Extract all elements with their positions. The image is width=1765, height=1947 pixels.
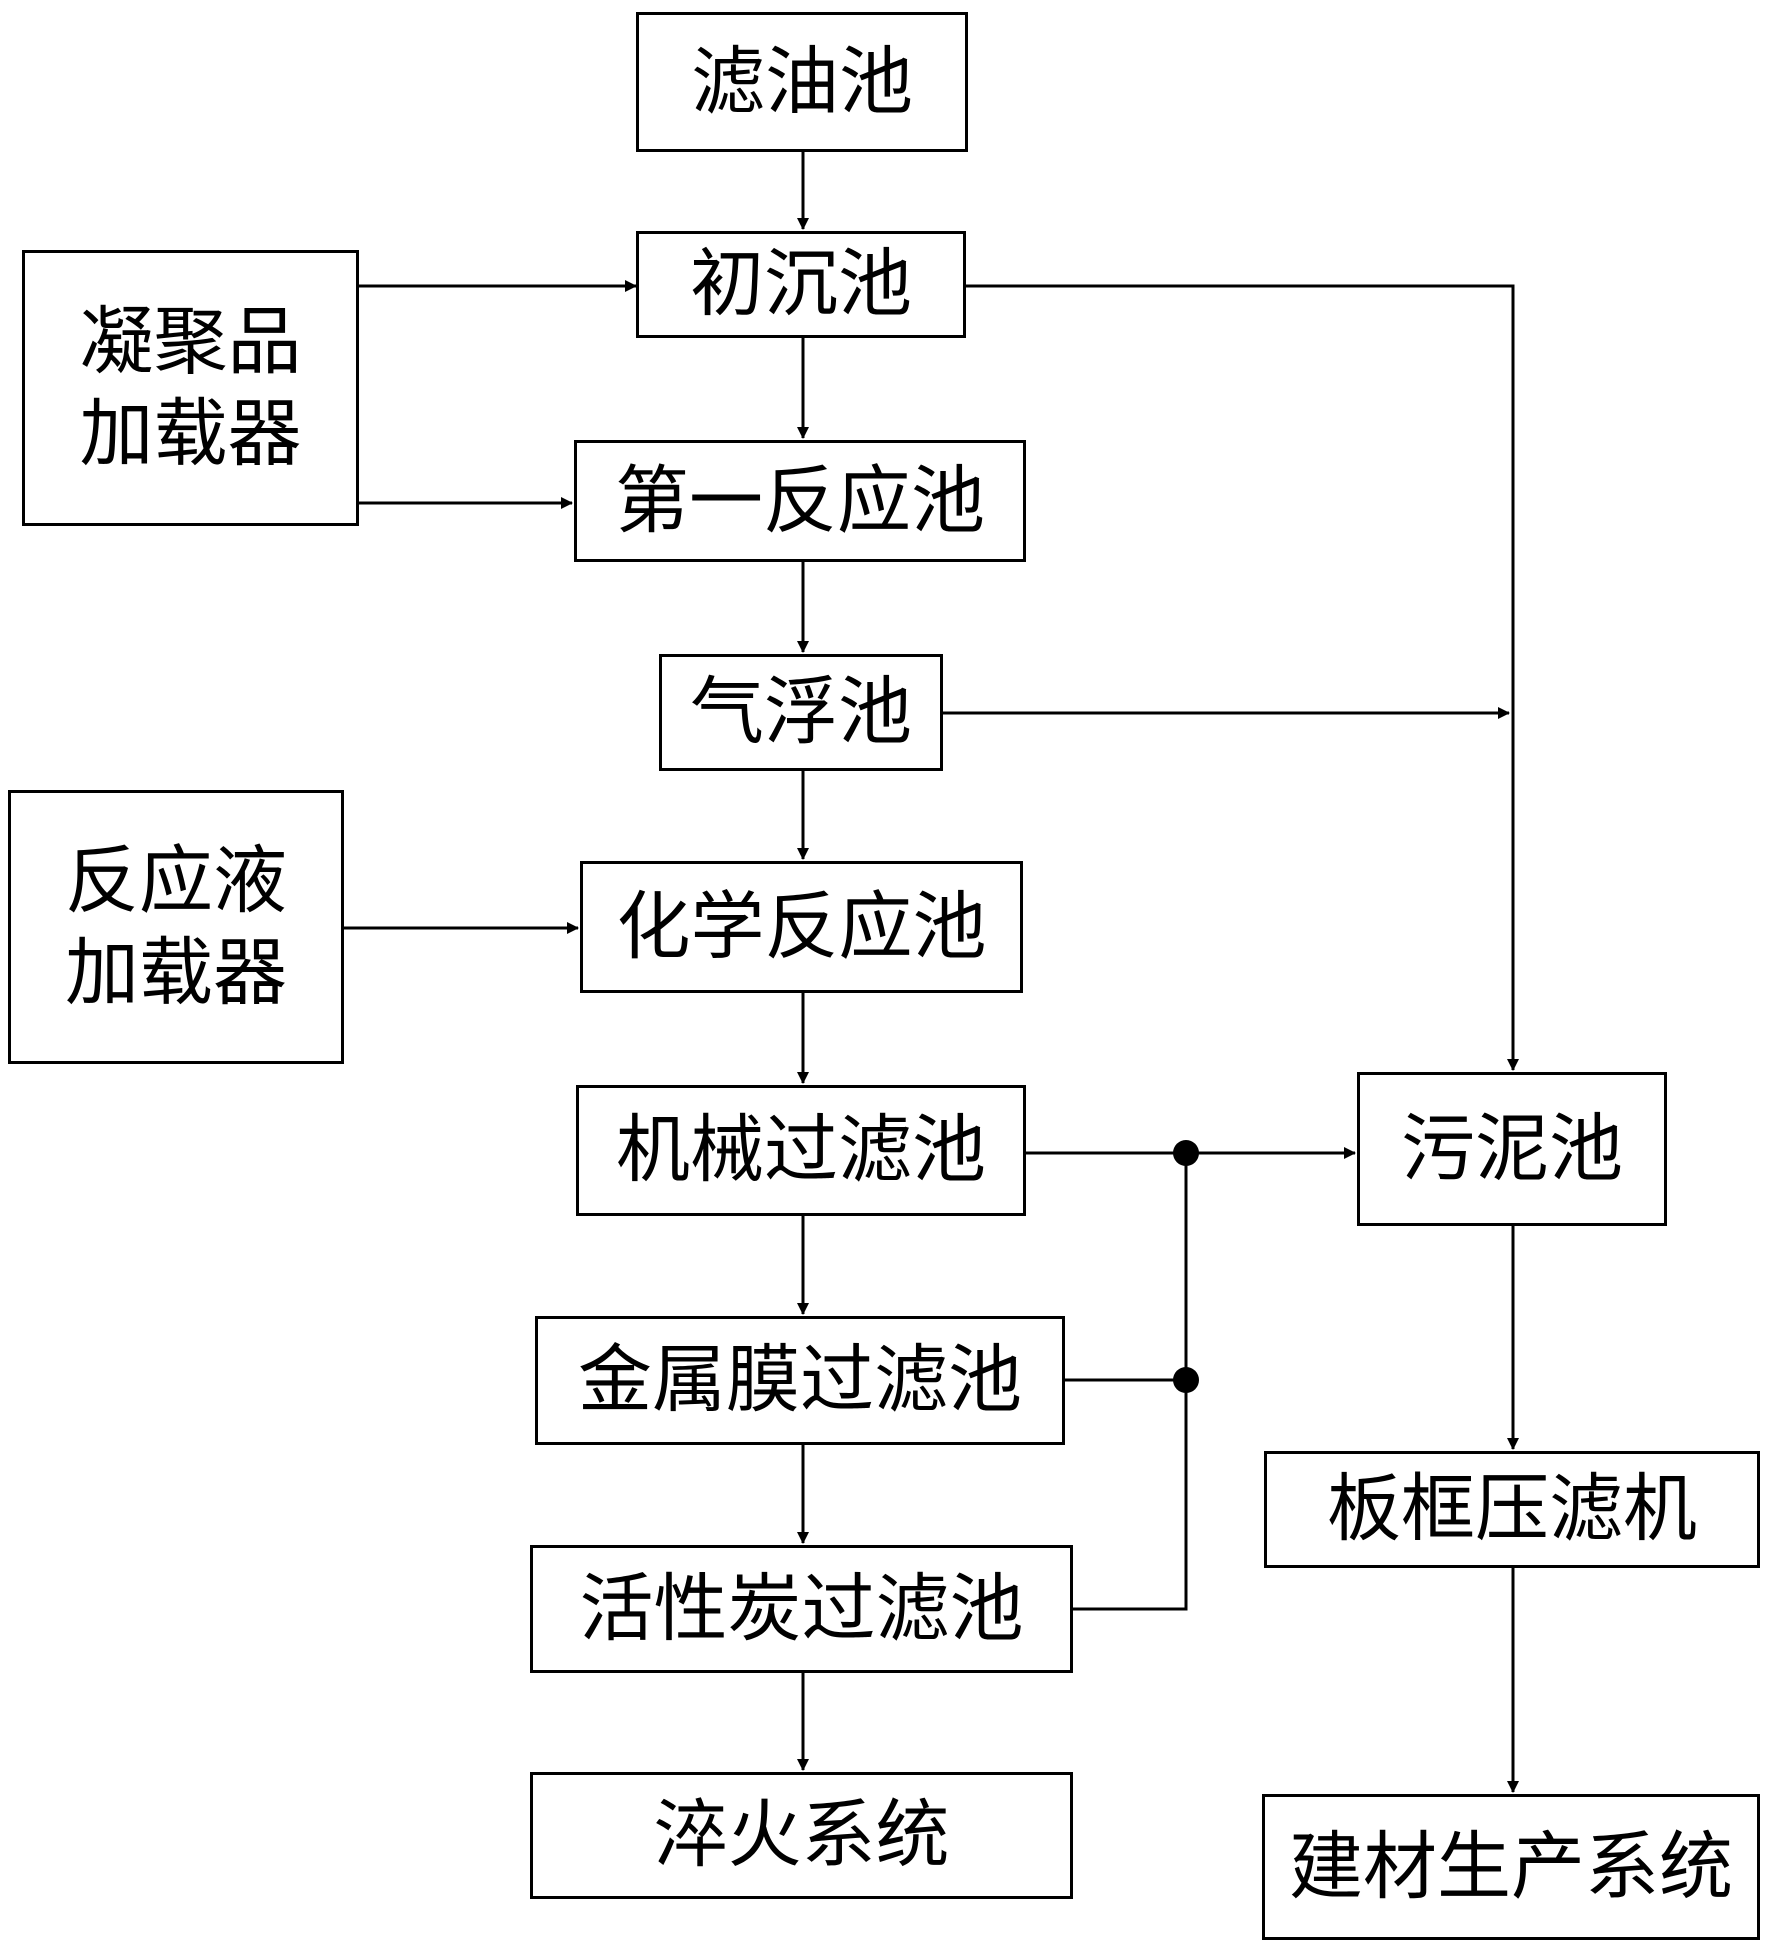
building-material-production-system-box: 建材生产系统 xyxy=(1262,1794,1760,1940)
metal-membrane-filter-tank-box: 金属膜过滤池 xyxy=(535,1316,1065,1445)
reaction-liquid-loader-line-2: 加载器 xyxy=(65,930,287,1016)
primary-settling-tank-box: 初沉池 xyxy=(636,231,966,338)
air-flotation-tank-box: 气浮池 xyxy=(659,654,943,771)
junction-dot-metal-membrane xyxy=(1173,1367,1199,1393)
first-reaction-tank-box: 第一反应池 xyxy=(574,440,1026,562)
line-activated-carbon-to-collector xyxy=(1073,1153,1188,1611)
reaction-liquid-loader-line-1: 反应液 xyxy=(65,837,287,924)
line-primary-settling-to-sludge xyxy=(966,284,1519,1071)
quenching-system-box: 淬火系统 xyxy=(530,1772,1073,1899)
coagulant-loader-line-2: 加载器 xyxy=(79,391,302,477)
coagulant-loader-box: 凝聚品 加载器 xyxy=(22,250,359,526)
junction-dot-mechanical xyxy=(1173,1140,1199,1166)
mechanical-filter-tank-box: 机械过滤池 xyxy=(576,1085,1026,1216)
chemical-reaction-tank-box: 化学反应池 xyxy=(580,861,1023,993)
oil-filter-tank-box: 滤油池 xyxy=(636,12,968,152)
activated-carbon-filter-tank-box: 活性炭过滤池 xyxy=(530,1545,1073,1673)
reaction-liquid-loader-box: 反应液 加载器 xyxy=(8,790,344,1064)
sludge-tank-box: 污泥池 xyxy=(1357,1072,1667,1226)
plate-frame-filter-press-box: 板框压滤机 xyxy=(1264,1451,1760,1568)
coagulant-loader-line-1: 凝聚品 xyxy=(79,298,302,385)
